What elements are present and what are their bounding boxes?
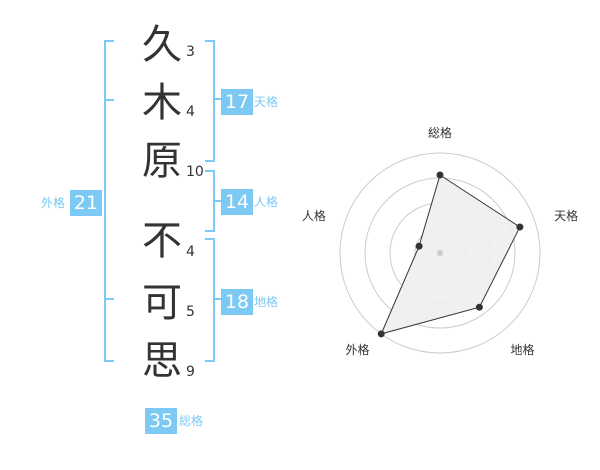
radar-point-2 bbox=[516, 223, 524, 231]
name-char-3: 原 bbox=[142, 138, 182, 184]
radar-point-5 bbox=[415, 242, 423, 250]
radar-axis-label: 人格 bbox=[302, 208, 326, 223]
gaikaku-value: 21 bbox=[70, 190, 102, 216]
radar-axis-label: 外格 bbox=[345, 342, 369, 357]
radar-point-3 bbox=[475, 303, 483, 311]
gaikaku-bracket-tick bbox=[104, 99, 114, 101]
jinkaku-label: 人格 bbox=[254, 195, 279, 209]
tenkaku-connector bbox=[213, 98, 221, 100]
stroke-count-5: 5 bbox=[186, 304, 195, 320]
name-char-5: 可 bbox=[142, 280, 182, 326]
stroke-count-1: 3 bbox=[186, 44, 195, 60]
soukaku-label: 総格 bbox=[179, 414, 204, 428]
jinkaku-value: 14 bbox=[221, 189, 253, 215]
name-char-1: 久 bbox=[142, 22, 182, 68]
jinkaku-connector bbox=[213, 200, 221, 202]
tenkaku-bracket bbox=[205, 40, 215, 162]
gaikaku-bracket-tick bbox=[104, 298, 114, 300]
stroke-count-2: 4 bbox=[186, 104, 195, 120]
radar-polygon bbox=[380, 174, 521, 335]
radar-point-1 bbox=[436, 171, 444, 179]
radar-center bbox=[437, 250, 443, 256]
name-char-2: 木 bbox=[142, 80, 182, 126]
radar-axis-label: 天格 bbox=[554, 208, 578, 223]
radar-axis-label: 地格 bbox=[511, 342, 535, 357]
chikaku-bracket bbox=[205, 238, 215, 362]
gaikaku-bracket bbox=[104, 40, 114, 362]
radar-axis-label: 総格 bbox=[428, 125, 452, 140]
stroke-count-4: 4 bbox=[186, 244, 195, 260]
tenkaku-label: 天格 bbox=[254, 95, 279, 109]
tenkaku-value: 17 bbox=[221, 89, 253, 115]
chikaku-connector bbox=[213, 298, 221, 300]
radar-ring bbox=[339, 152, 541, 354]
stroke-count-6: 9 bbox=[186, 364, 195, 380]
stroke-count-3: 10 bbox=[186, 164, 204, 180]
soukaku-value: 35 bbox=[145, 408, 177, 434]
name-char-4: 不 bbox=[142, 218, 182, 264]
radar-point-4 bbox=[377, 330, 385, 338]
gaikaku-label: 外格 bbox=[41, 196, 66, 210]
chikaku-label: 地格 bbox=[254, 295, 279, 309]
name-char-6: 思 bbox=[142, 338, 182, 384]
chikaku-value: 18 bbox=[221, 289, 253, 315]
